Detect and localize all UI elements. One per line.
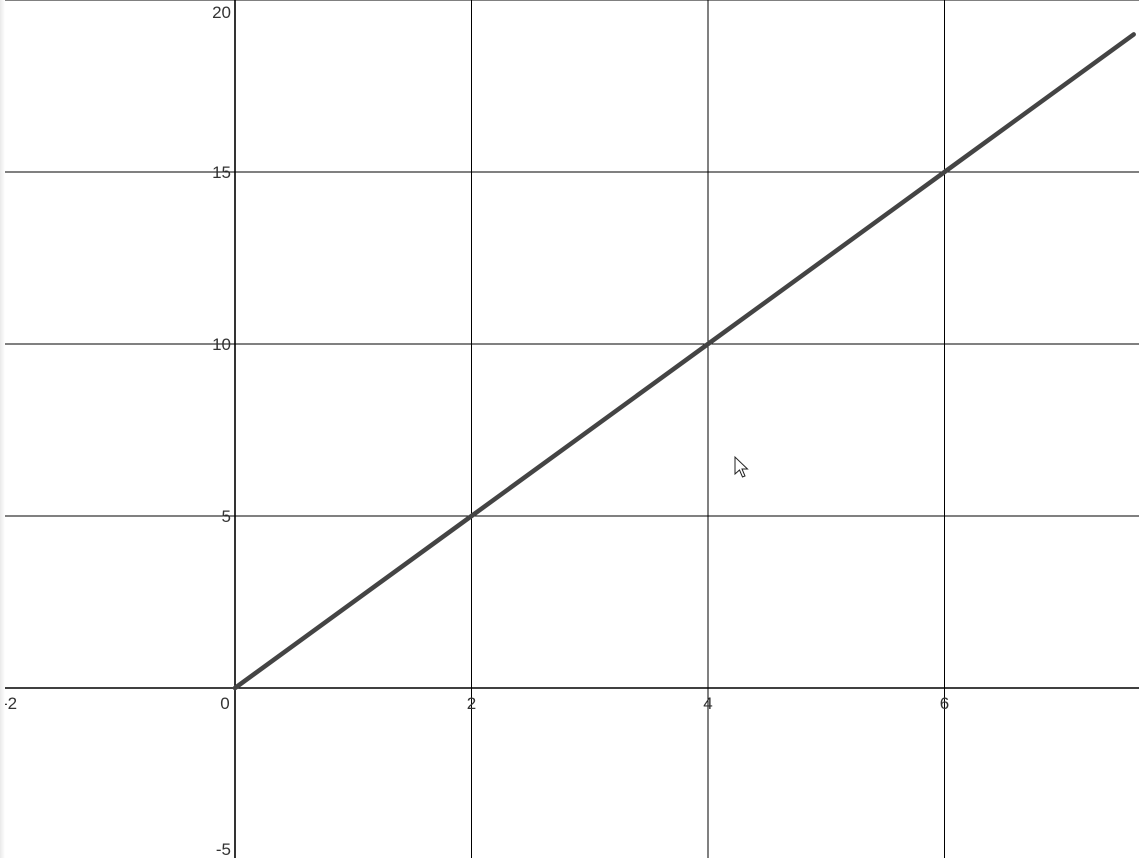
y-tick-label: 15: [212, 163, 231, 182]
y-tick-label: -5: [216, 840, 231, 858]
x-tick-label: 0: [220, 694, 229, 713]
y-tick-label: 5: [222, 507, 231, 526]
x-tick-label: 6: [940, 694, 949, 713]
x-tick-label: -2: [2, 694, 17, 713]
x-tick-label: 2: [467, 694, 476, 713]
y-tick-label: 10: [212, 335, 231, 354]
x-tick-label: 4: [703, 694, 712, 713]
series-line: [232, 32, 1136, 691]
mouse-pointer-icon: [734, 455, 749, 478]
tick-labels: -2 0 2 4 6 -5 5 10 15 20: [2, 3, 949, 858]
series-layer: [232, 32, 1136, 691]
y-tick-label: 20: [212, 3, 231, 22]
